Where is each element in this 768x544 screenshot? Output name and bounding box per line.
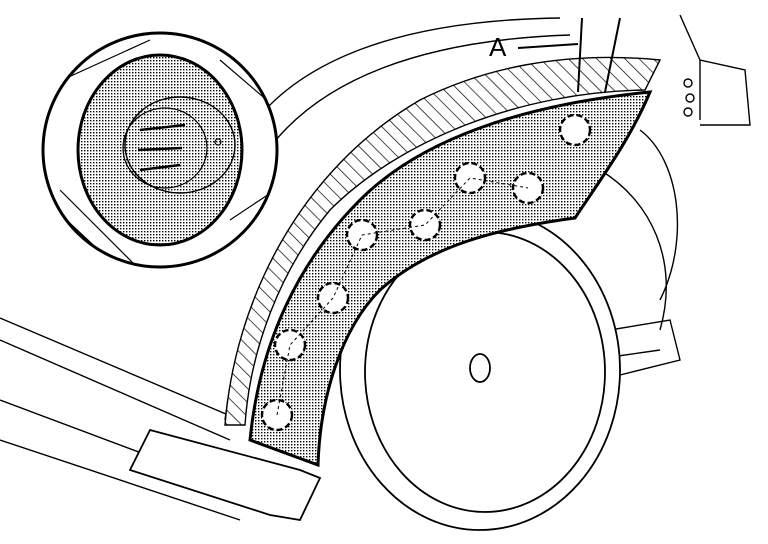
callout-label-a: A [489, 32, 507, 62]
detail-inset [41, 31, 279, 269]
callout-leaders [517, 17, 621, 93]
fender-liner [248, 90, 653, 468]
clip [453, 161, 487, 195]
clip [558, 113, 592, 147]
clip [273, 328, 307, 362]
hatched-arch [224, 56, 662, 426]
rocker-panel [128, 428, 322, 521]
